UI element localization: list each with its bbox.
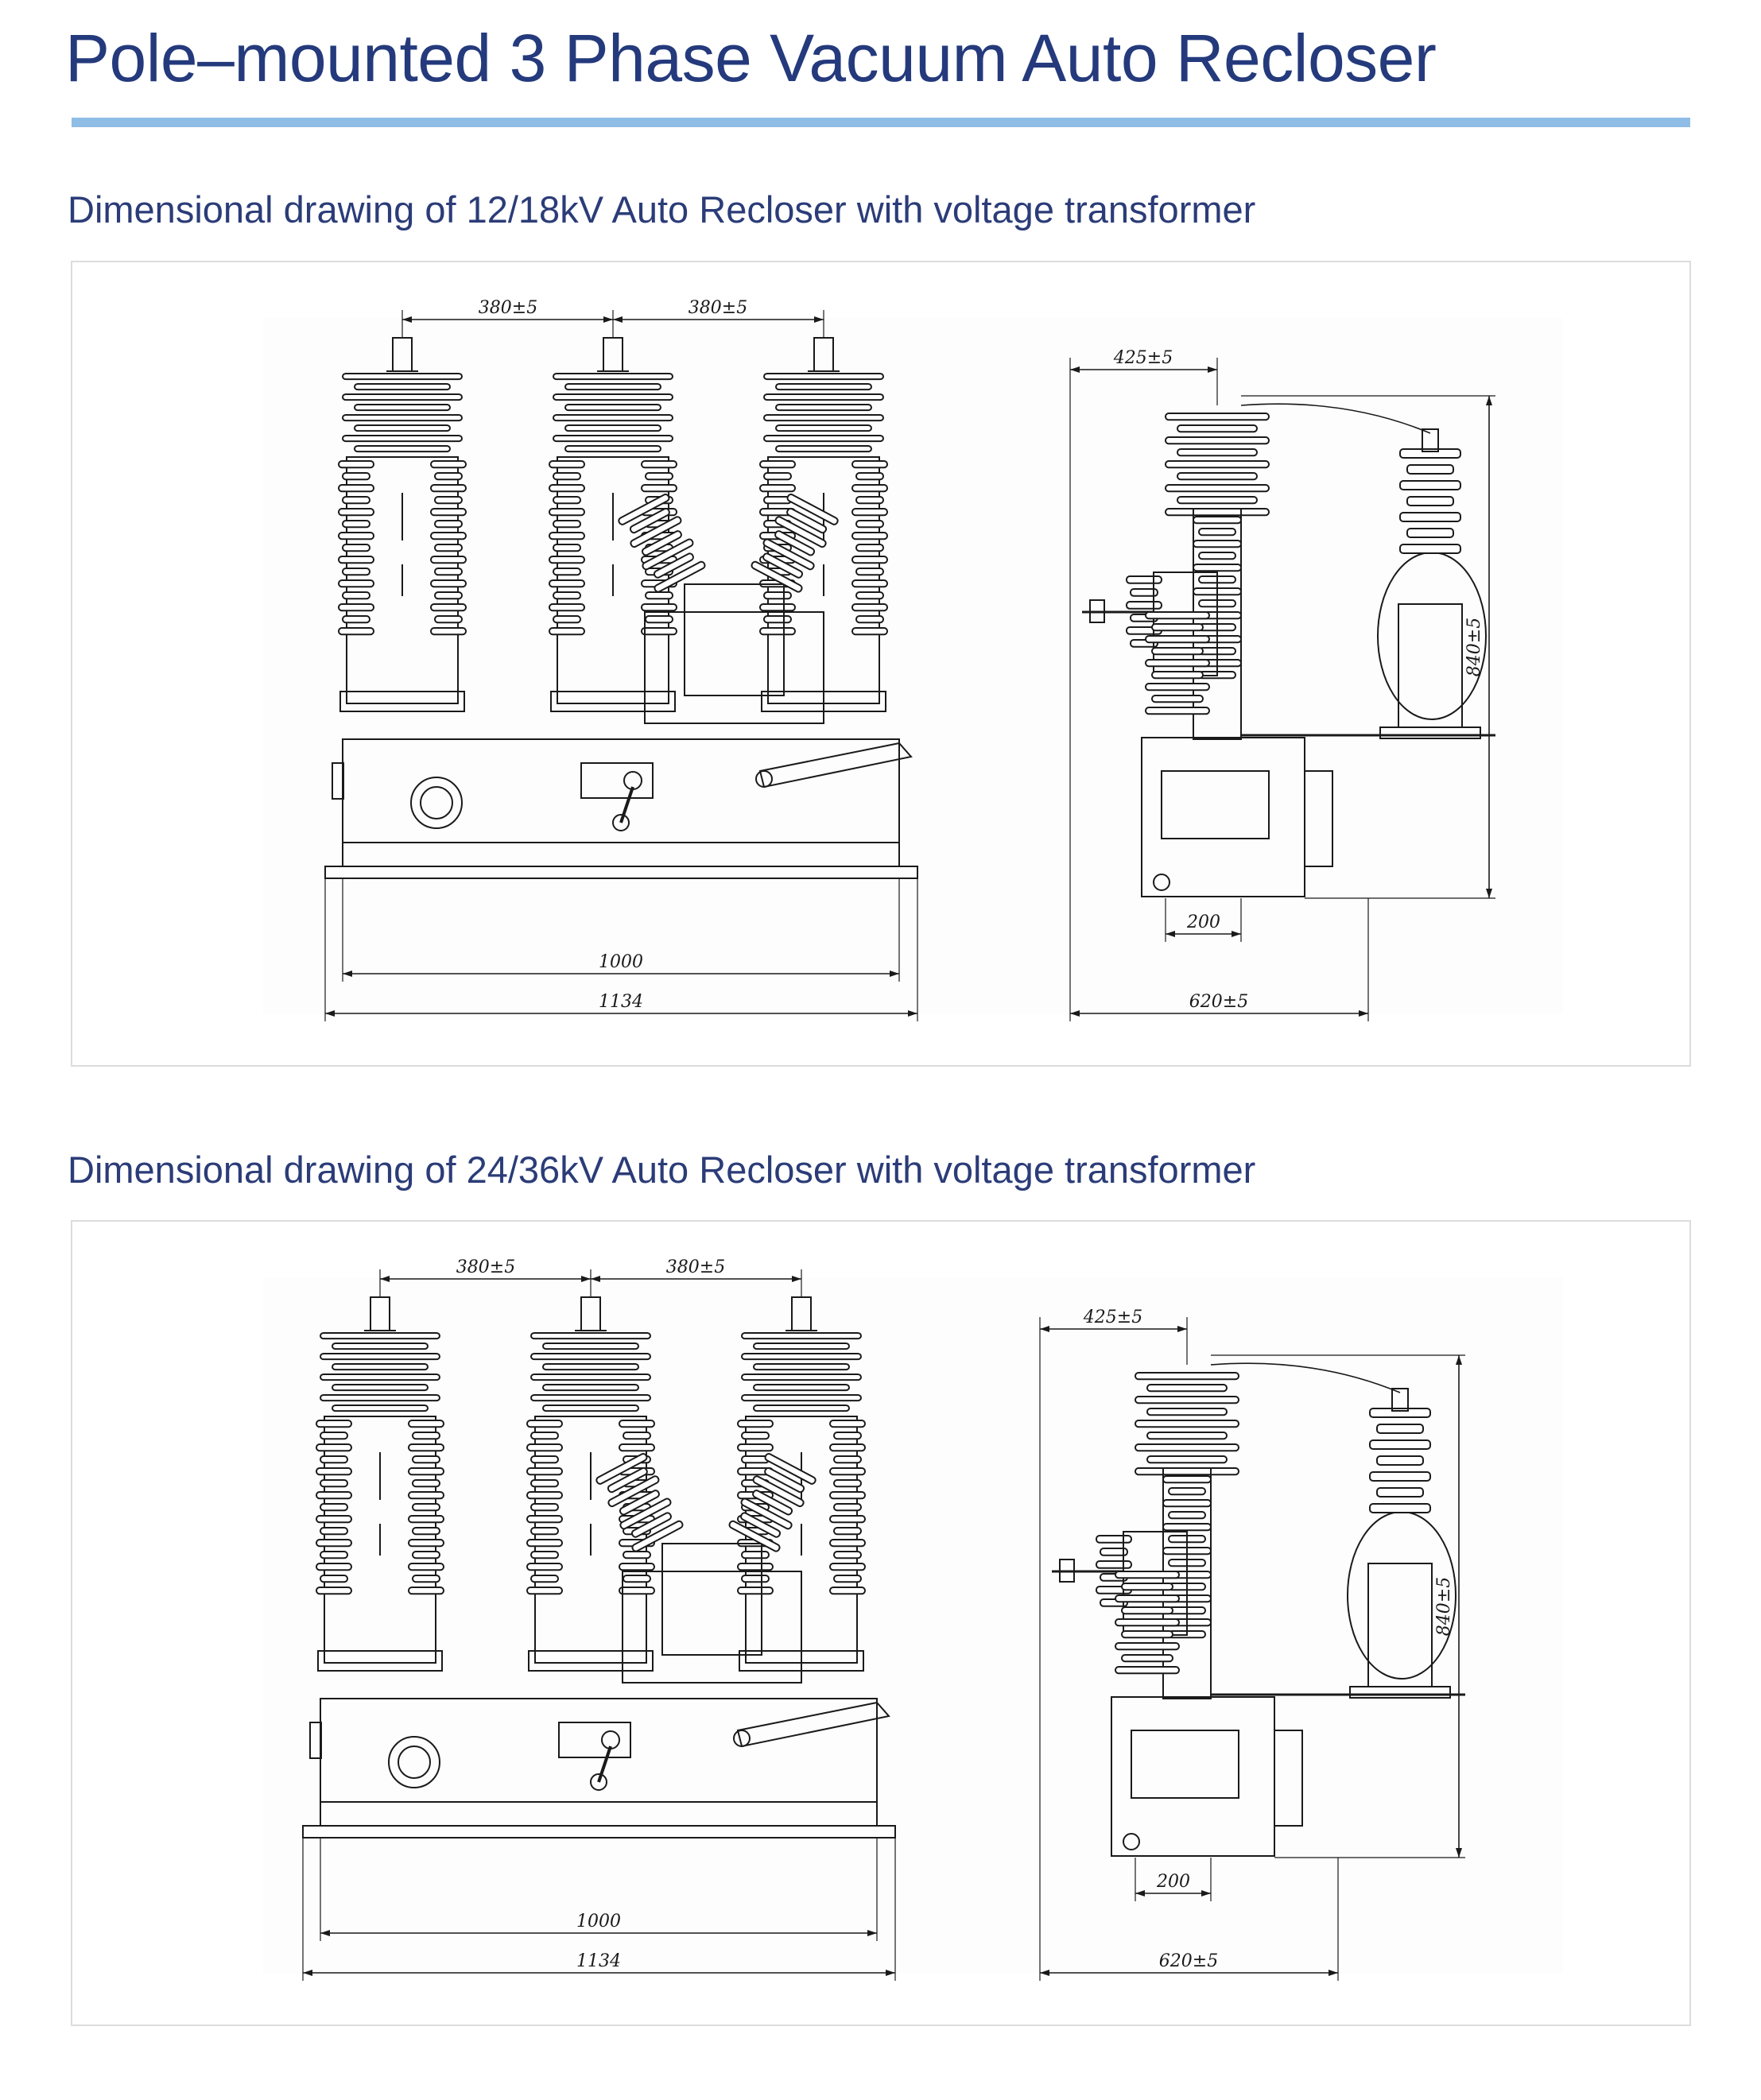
dim-pole-spacing-left: 380±5 bbox=[479, 298, 537, 318]
dim-pole-spacing-right: 380±5 bbox=[666, 1257, 725, 1277]
voltage-transformer-side bbox=[1240, 403, 1487, 739]
dim-overall-depth: 620±5 bbox=[1159, 1951, 1218, 1971]
voltage-transformer-side bbox=[1210, 1362, 1457, 1699]
page-title: Pole–mounted 3 Phase Vacuum Auto Reclose… bbox=[65, 21, 1437, 95]
drawing-background bbox=[263, 1277, 1563, 1973]
vt-insulator-right bbox=[728, 1453, 816, 1552]
dim-top-offset: 425±5 bbox=[1113, 348, 1173, 368]
dim-inner-width: 1000 bbox=[576, 1912, 621, 1931]
dim-height: 840±5 bbox=[1464, 618, 1484, 676]
dimensional-drawing-12-18kv: 380±5 380±5 1000 1134 425±5 840±5 200 620±5 bbox=[263, 298, 1563, 1021]
vt-insulator-left bbox=[618, 494, 706, 593]
dim-pole-spacing-left: 380±5 bbox=[456, 1257, 515, 1277]
dim-inner-width: 1000 bbox=[599, 952, 643, 972]
front-view: 380±5 380±5 1000 1134 bbox=[302, 1257, 896, 1981]
dim-top-offset: 425±5 bbox=[1083, 1308, 1142, 1327]
drawing-frame-12-18kv: 380±5 380±5 1000 1134 425±5 840±5 200 620±5 bbox=[71, 261, 1691, 1067]
dim-height: 840±5 bbox=[1434, 1577, 1454, 1636]
dim-base-width: 200 bbox=[1156, 1872, 1190, 1892]
vt-insulator-left bbox=[595, 1453, 684, 1552]
dim-base-width: 200 bbox=[1186, 912, 1220, 932]
counter-dial bbox=[388, 1736, 440, 1788]
dim-overall-width: 1134 bbox=[576, 1951, 621, 1971]
operating-lever bbox=[758, 742, 913, 788]
drawing-background bbox=[263, 318, 1563, 1013]
drawing-frame-24-36kv: 380±5 380±5 1000 1134 425±5 840±5 200 620±5 bbox=[71, 1220, 1691, 2026]
title-divider bbox=[72, 118, 1690, 127]
operating-lever bbox=[736, 1701, 890, 1748]
manual-operation-panel bbox=[558, 1722, 631, 1758]
manual-operation-panel bbox=[580, 762, 654, 799]
voltage-transformer-front bbox=[595, 1453, 816, 1683]
voltage-transformer-front bbox=[618, 494, 839, 724]
counter-dial bbox=[410, 777, 463, 829]
pole-left bbox=[338, 337, 467, 712]
side-view: 425±5 840±5 200 620±5 bbox=[1069, 348, 1495, 1021]
dim-pole-spacing-right: 380±5 bbox=[688, 298, 747, 318]
section-heading-24-36kv: Dimensional drawing of 24/36kV Auto Recl… bbox=[68, 1149, 1256, 1191]
dim-overall-width: 1134 bbox=[599, 992, 643, 1012]
section-heading-12-18kv: Dimensional drawing of 12/18kV Auto Recl… bbox=[68, 188, 1256, 231]
front-view: 380±5 380±5 1000 1134 bbox=[324, 298, 918, 1021]
dim-overall-depth: 620±5 bbox=[1189, 992, 1248, 1012]
side-view: 425±5 840±5 200 620±5 bbox=[1039, 1308, 1465, 1981]
dimensional-drawing-24-36kv: 380±5 380±5 1000 1134 425±5 840±5 200 620±5 bbox=[263, 1257, 1563, 1981]
vt-insulator-right bbox=[751, 494, 839, 593]
pole-left bbox=[316, 1296, 444, 1672]
